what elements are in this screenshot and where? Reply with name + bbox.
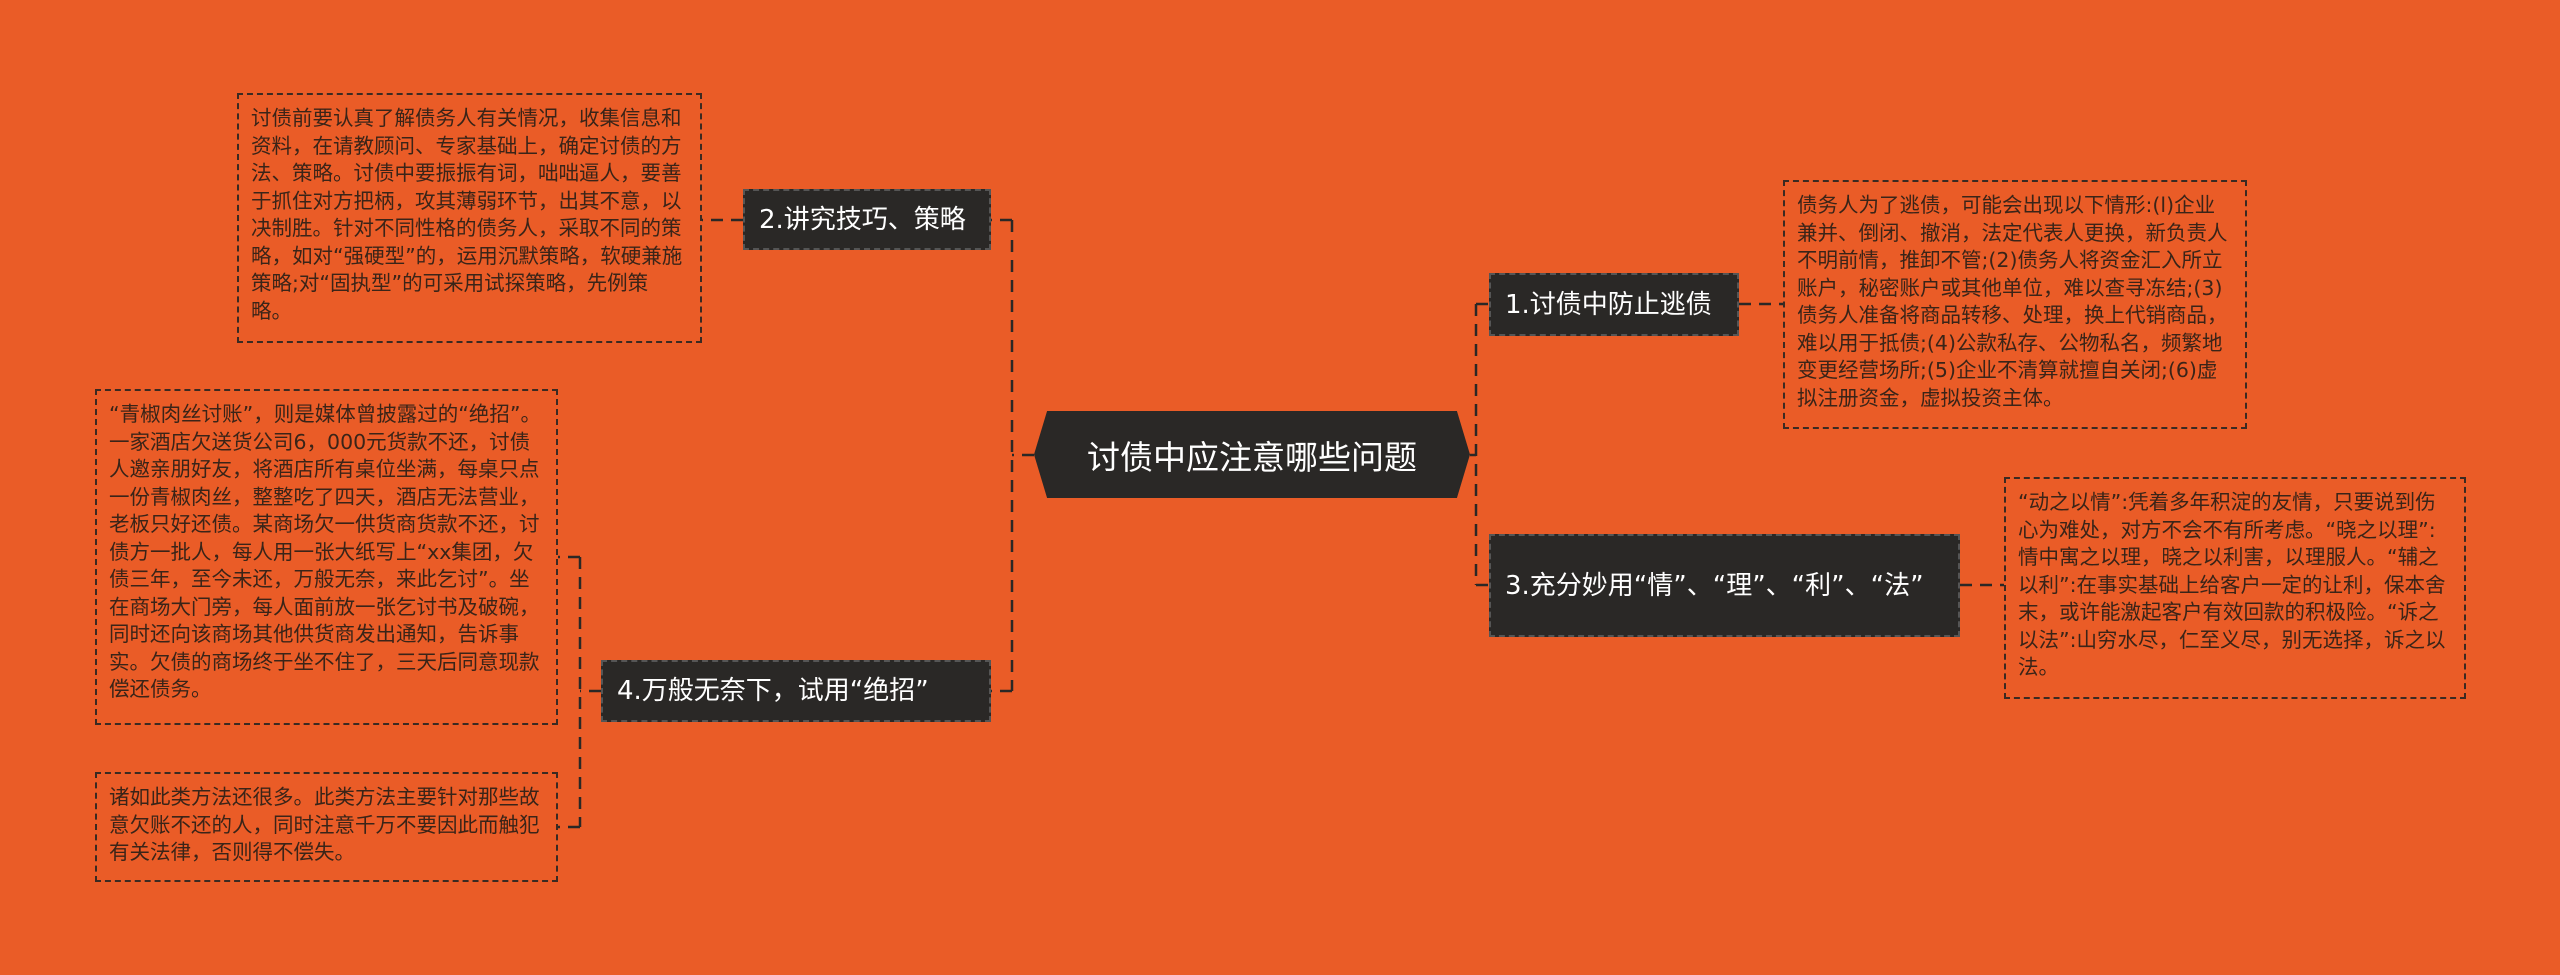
- note-text: “青椒肉丝讨账”，则是媒体曾披露过的“绝招”。一家酒店欠送货公司6，000元货款…: [109, 402, 541, 701]
- note-text: 债务人为了逃债，可能会出现以下情形:(l)企业兼并、倒闭、撤消，法定代表人更换，…: [1797, 193, 2228, 410]
- branch-label: 2.讲究技巧、策略: [759, 204, 966, 235]
- note-box-4b[interactable]: 诸如此类方法还很多。此类方法主要针对那些故意欠账不还的人，同时注意千万不要因此而…: [95, 772, 558, 882]
- note-text: 诸如此类方法还很多。此类方法主要针对那些故意欠账不还的人，同时注意千万不要因此而…: [109, 785, 540, 864]
- branch-node-3[interactable]: 3.充分妙用“情”、“理”、“利”、“法”: [1489, 534, 1960, 637]
- note-box-4a[interactable]: “青椒肉丝讨账”，则是媒体曾披露过的“绝招”。一家酒店欠送货公司6，000元货款…: [95, 389, 558, 725]
- central-topic-label: 讨债中应注意哪些问题: [1087, 437, 1417, 477]
- branch-label: 1.讨债中防止逃债: [1505, 289, 1712, 320]
- note-box-3[interactable]: “动之以情”:凭着多年积淀的友情，只要说到伤心为难处，对方不会不有所考虑。“晓之…: [2004, 477, 2466, 699]
- branch-label: 4.万般无奈下，试用“绝招”: [617, 676, 929, 706]
- branch-node-1[interactable]: 1.讨债中防止逃债: [1489, 273, 1739, 336]
- note-text: 讨债前要认真了解债务人有关情况，收集信息和资料，在请教顾问、专家基础上，确定讨债…: [251, 106, 683, 323]
- note-box-2[interactable]: 讨债前要认真了解债务人有关情况，收集信息和资料，在请教顾问、专家基础上，确定讨债…: [237, 93, 702, 343]
- central-topic[interactable]: 讨债中应注意哪些问题: [1034, 411, 1470, 498]
- note-box-1[interactable]: 债务人为了逃债，可能会出现以下情形:(l)企业兼并、倒闭、撤消，法定代表人更换，…: [1783, 180, 2247, 429]
- branch-node-4[interactable]: 4.万般无奈下，试用“绝招”: [601, 660, 991, 722]
- note-text: “动之以情”:凭着多年积淀的友情，只要说到伤心为难处，对方不会不有所考虑。“晓之…: [2018, 490, 2446, 679]
- branch-node-2[interactable]: 2.讲究技巧、策略: [743, 189, 991, 250]
- branch-label: 3.充分妙用“情”、“理”、“利”、“法”: [1505, 570, 1924, 601]
